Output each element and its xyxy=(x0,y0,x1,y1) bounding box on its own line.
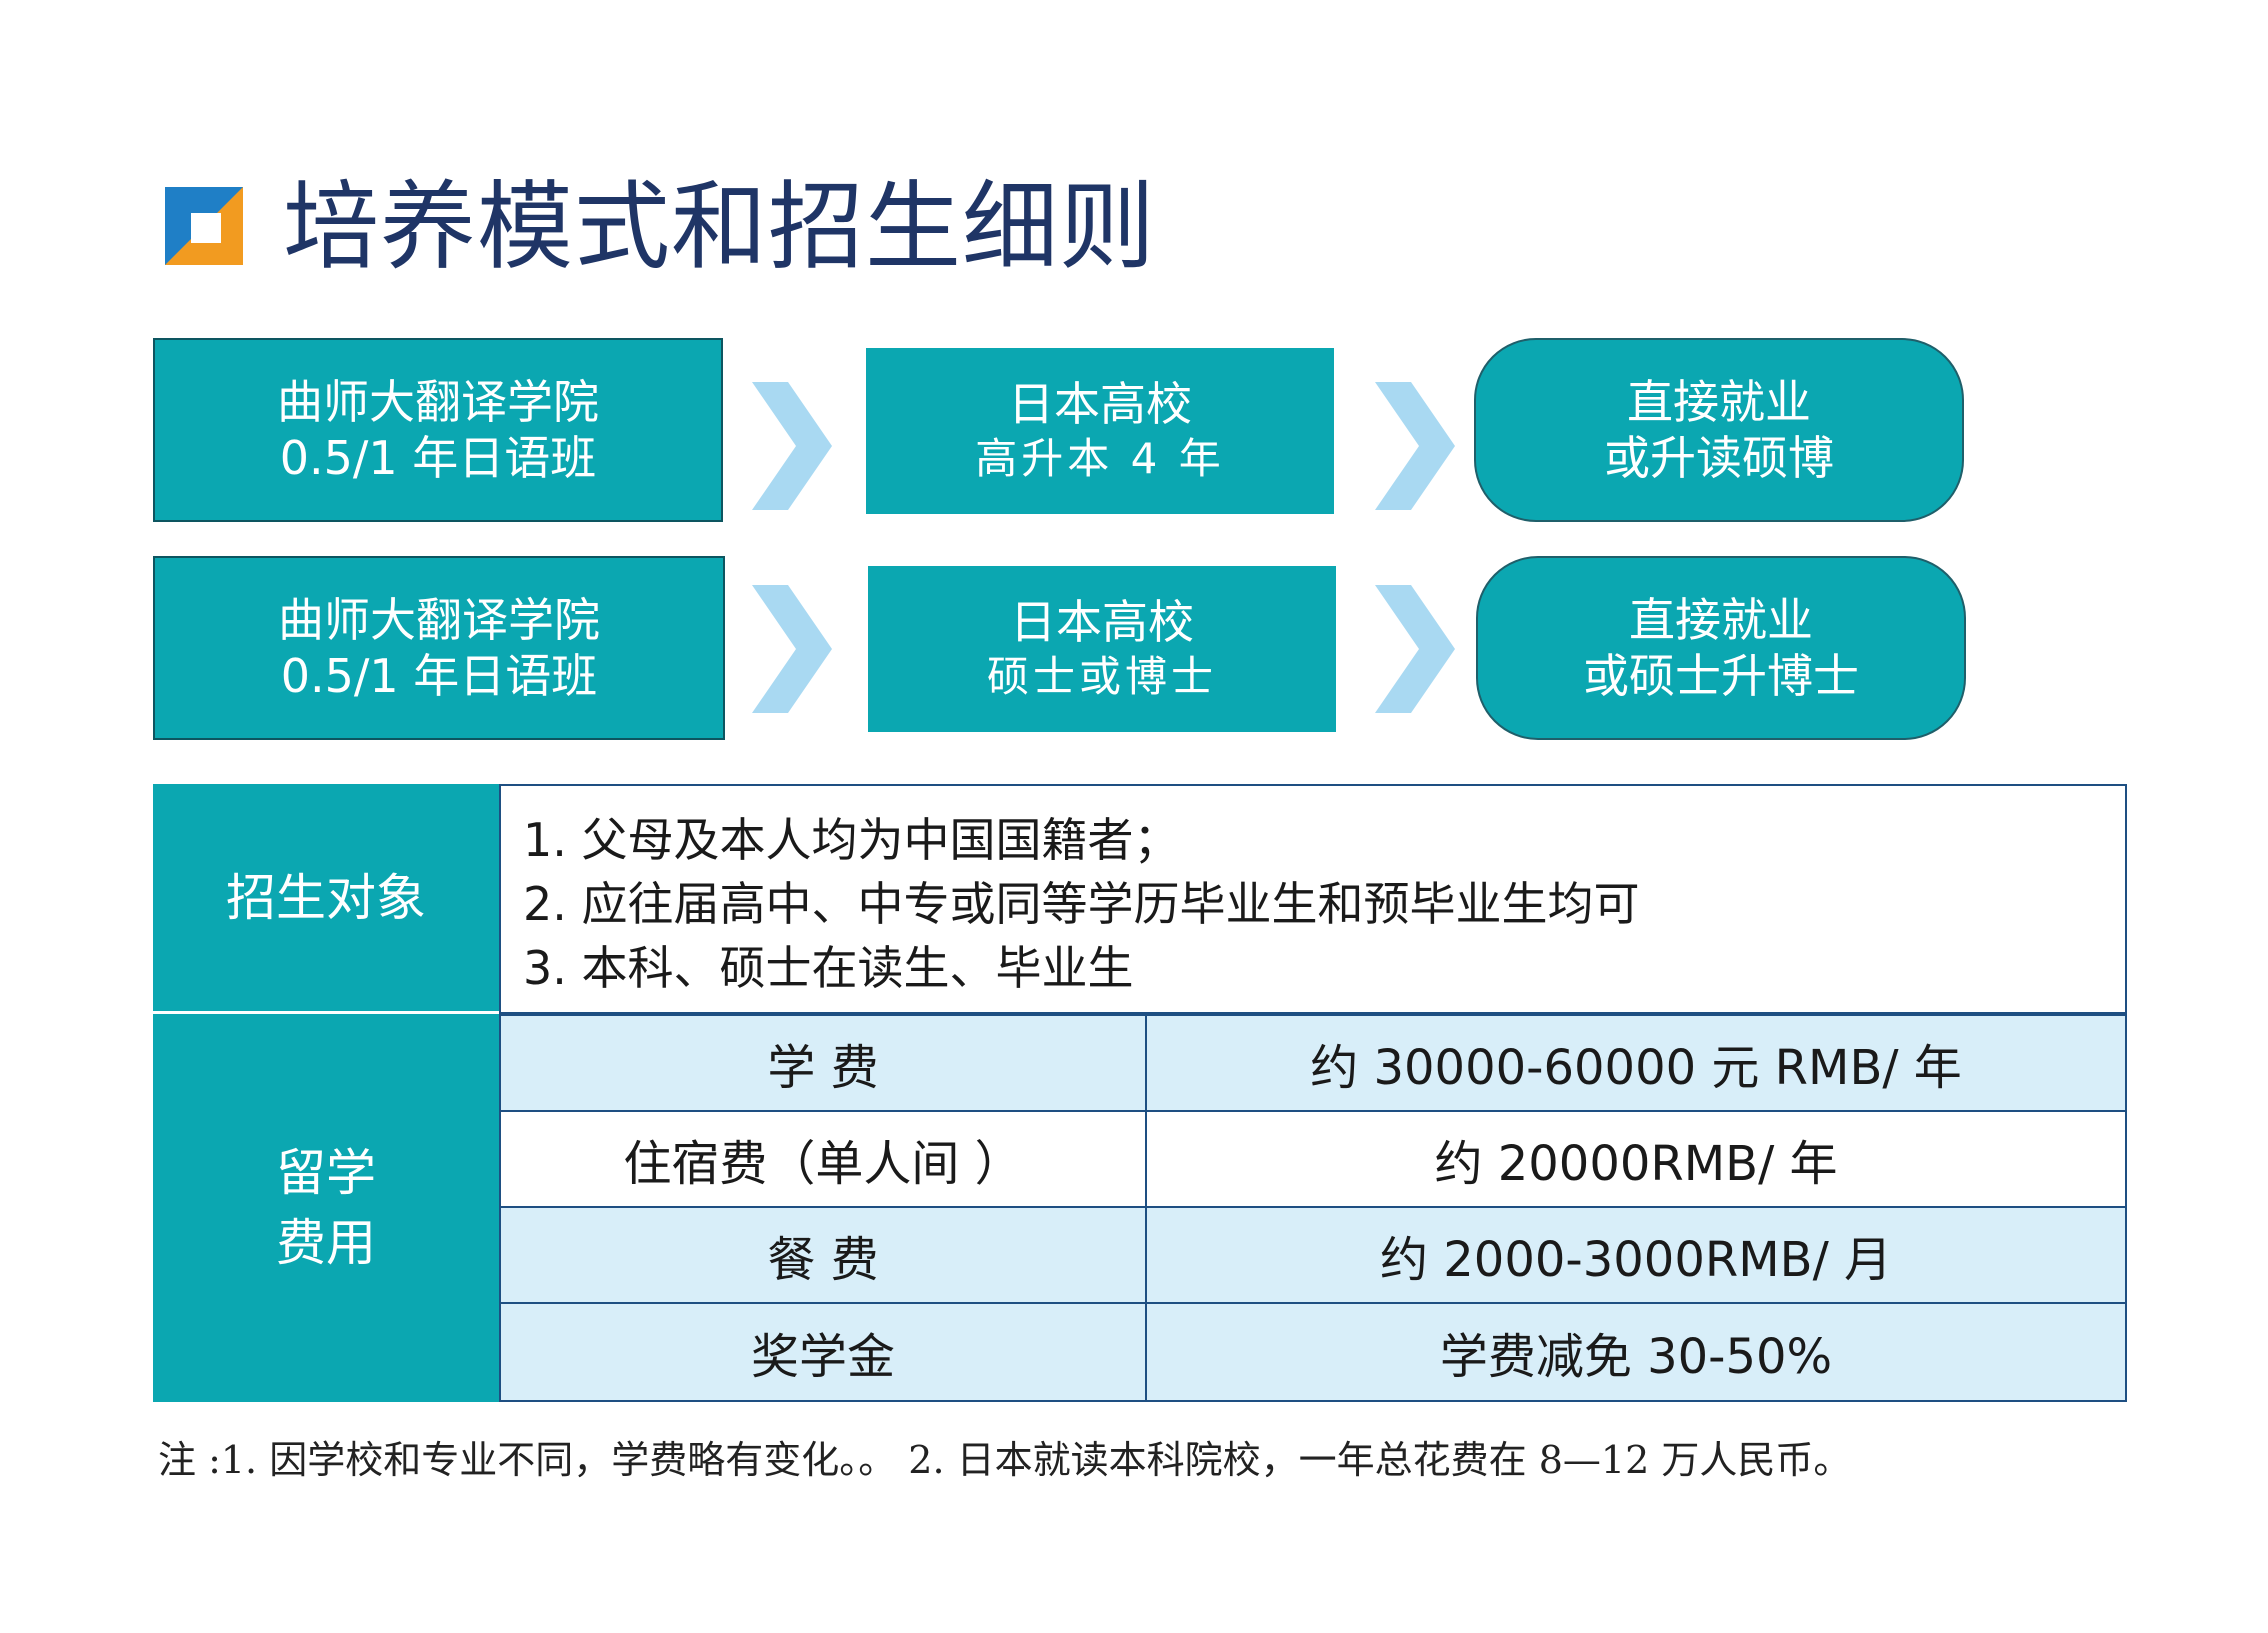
chevron-right-icon xyxy=(752,585,832,713)
flow-step-line1: 曲师大翻译学院 xyxy=(277,375,599,429)
chevron-right-icon xyxy=(752,382,832,510)
fee-item-meals: 餐 费 xyxy=(499,1206,1147,1304)
fee-value-housing: 约 20000RMB/ 年 xyxy=(1145,1110,2127,1208)
footnote: 注 :1. 因学校和专业不同，学费略有变化。。 2. 日本就读本科院校，一年总花… xyxy=(158,1438,1852,1482)
list-item: 2. 应往届高中、中专或同等学历毕业生和预毕业生均可 xyxy=(523,877,1640,931)
fee-item-scholarship: 奖学金 xyxy=(499,1302,1147,1402)
admission-table: 招生对象 1. 父母及本人均为中国国籍者； 2. 应往届高中、中专或同等学历毕业… xyxy=(153,784,2127,1402)
flow-step-line2: 0.5/1 年日语班 xyxy=(280,649,598,703)
flow-step-line2: 或硕士升博士 xyxy=(1583,649,1859,703)
flow-step-line1: 日本高校 xyxy=(1010,595,1194,649)
requirements-list: 1. 父母及本人均为中国国籍者； 2. 应往届高中、中专或同等学历毕业生和预毕业… xyxy=(499,784,2127,1014)
list-item: 1. 父母及本人均为中国国籍者； xyxy=(523,813,1180,867)
chevron-right-icon xyxy=(1375,382,1455,510)
logo-icon xyxy=(165,187,243,265)
page-title: 培养模式和招生细则 xyxy=(283,171,1156,283)
flow-step-line1: 直接就业 xyxy=(1627,375,1811,429)
flow-step-outcome: 直接就业 或硕士升博士 xyxy=(1476,556,1966,740)
requirements-label: 招生对象 xyxy=(153,784,499,1014)
fee-item-tuition: 学 费 xyxy=(499,1014,1147,1112)
chevron-right-icon xyxy=(1375,585,1455,713)
fees-label-line2: 费用 xyxy=(276,1214,376,1272)
flow-step-line1: 曲师大翻译学院 xyxy=(278,593,600,647)
flow-step-line2: 或升读硕博 xyxy=(1604,431,1834,485)
fees-label: 留学 费用 xyxy=(153,1014,499,1402)
flow-step-line1: 日本高校 xyxy=(1008,377,1192,431)
fee-value-meals: 约 2000-3000RMB/ 月 xyxy=(1145,1206,2127,1304)
fee-item-housing: 住宿费（单人间 ） xyxy=(499,1110,1147,1208)
fee-value-tuition: 约 30000-60000 元 RMB/ 年 xyxy=(1145,1014,2127,1112)
flow-step-line2: 硕士或博士 xyxy=(986,652,1217,701)
flow-step-line1: 直接就业 xyxy=(1629,593,1813,647)
flow-step-college: 曲师大翻译学院 0.5/1 年日语班 xyxy=(153,338,723,522)
flow-step-outcome: 直接就业 或升读硕博 xyxy=(1474,338,1964,522)
flow-step-japan-university: 日本高校 高升本 4 年 xyxy=(866,348,1334,514)
flow-step-line2: 高升本 4 年 xyxy=(975,434,1225,483)
fees-label-line1: 留学 xyxy=(276,1144,376,1202)
flow-step-college: 曲师大翻译学院 0.5/1 年日语班 xyxy=(153,556,725,740)
flow-step-line2: 0.5/1 年日语班 xyxy=(279,431,597,485)
flow-step-japan-university: 日本高校 硕士或博士 xyxy=(868,566,1336,732)
list-item: 3. 本科、硕士在读生、毕业生 xyxy=(523,941,1134,995)
fee-value-scholarship: 学费减免 30-50% xyxy=(1145,1302,2127,1402)
